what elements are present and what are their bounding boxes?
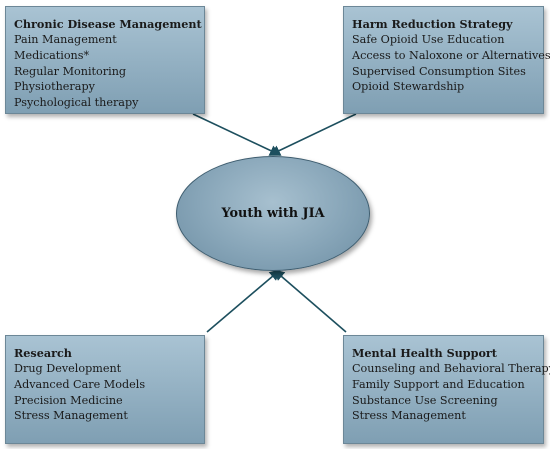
list-item: Drug Development xyxy=(14,362,122,375)
arrow-top-left xyxy=(192,113,282,156)
arrow-top-right xyxy=(268,113,357,156)
list-item: Physiotherapy xyxy=(14,80,95,94)
research-box: Research Drug Development Advanced Care … xyxy=(5,335,205,444)
list-item: Medications* xyxy=(14,48,90,62)
list-item: Access to Naloxone or Alternatives xyxy=(352,48,550,62)
mental-health-support-box: Mental Health Support Counseling and Beh… xyxy=(343,335,550,444)
arrow-bottom-right xyxy=(273,269,347,333)
box-title: Research xyxy=(14,346,72,360)
list-item: Advanced Care Models xyxy=(14,377,146,391)
center-ellipse: Youth with JIA xyxy=(176,156,370,271)
list-item: Opioid Stewardship xyxy=(352,80,465,94)
list-item: Psychological therapy xyxy=(14,96,139,110)
list-item: Counseling and Behavioral Therapy xyxy=(352,362,550,375)
list-item: Regular Monitoring xyxy=(14,64,127,78)
list-item: Supervised Consumption Sites xyxy=(352,64,526,78)
list-item: Substance Use Screening xyxy=(352,393,498,407)
box-title: Chronic Disease Management xyxy=(14,17,202,31)
list-item: Pain Management xyxy=(14,33,117,46)
arrow-bottom-left xyxy=(206,269,281,333)
center-label: Youth with JIA xyxy=(221,206,325,221)
list-item: Safe Opioid Use Education xyxy=(352,33,505,46)
list-item: Stress Management xyxy=(352,409,466,423)
box-title: Harm Reduction Strategy xyxy=(352,17,513,31)
list-item: Family Support and Education xyxy=(352,377,525,391)
list-item: Precision Medicine xyxy=(14,393,123,407)
list-item: Stress Management xyxy=(14,409,128,423)
chronic-disease-management-box: Chronic Disease Management Pain Manageme… xyxy=(5,6,205,114)
box-title: Mental Health Support xyxy=(352,346,497,360)
harm-reduction-strategy-box: Harm Reduction Strategy Safe Opioid Use … xyxy=(343,6,550,114)
